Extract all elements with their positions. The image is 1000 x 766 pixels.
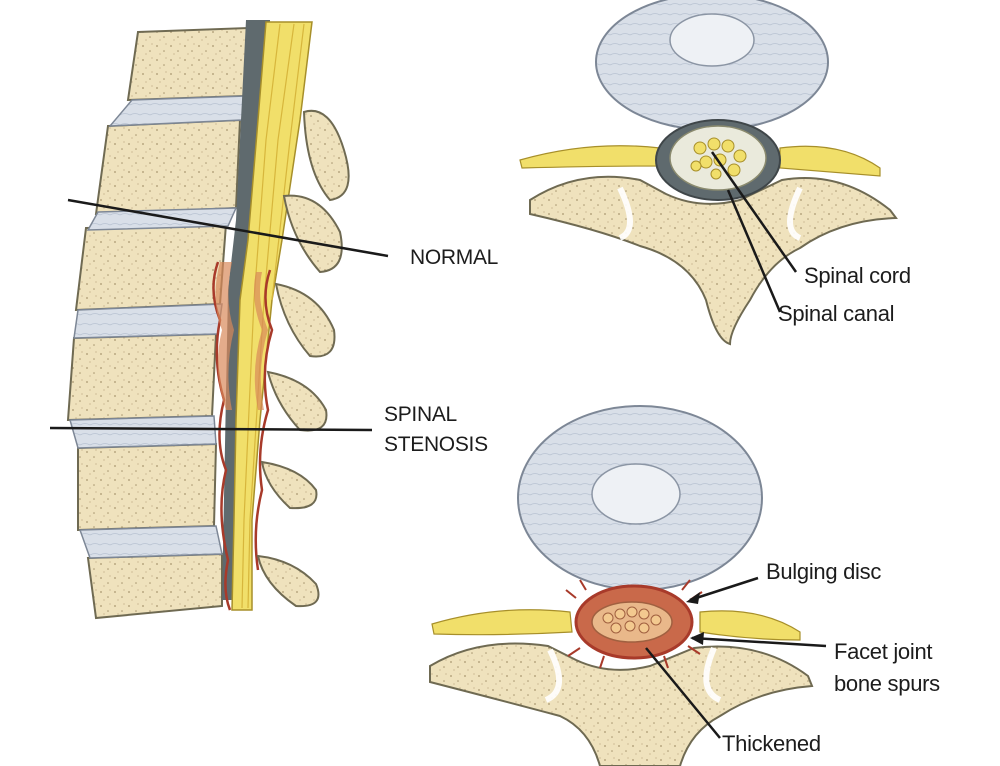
cord-strands (241, 23, 305, 609)
stenosis-line (49, 426, 373, 432)
compressed-fascicles (602, 606, 662, 634)
normal-vertebral-arch (529, 175, 898, 346)
arrow-heads (686, 592, 704, 645)
normal-axial-section (519, 0, 898, 346)
spinous-processes (256, 109, 350, 608)
spinal-cord (231, 21, 313, 611)
facet-joint-pointer (691, 636, 827, 648)
bone-spurs (565, 579, 703, 669)
stenosis-nerve-left (431, 609, 573, 636)
nerve-root-left (519, 145, 661, 169)
ligament-left (215, 262, 234, 410)
label-spinal-stenosis: SPINAL STENOSIS (384, 403, 488, 456)
stenosis-axial-section (429, 405, 814, 766)
sagittal-spine (66, 20, 350, 620)
normal-line (67, 198, 389, 258)
ligament-right (254, 272, 268, 410)
stenosis-vertebral-arch (429, 642, 814, 766)
label-bulging-disc: Bulging disc (766, 559, 882, 584)
label-spinal-cord: Spinal cord (804, 263, 911, 288)
spinal-canal-pointer (726, 189, 782, 313)
nerve-root-right (779, 145, 881, 177)
label-thickened: Thickened (722, 731, 821, 756)
label-facet-joint-bone-spurs: Facet joint bone spurs (834, 639, 940, 696)
label-spinal-canal: Spinal canal (778, 301, 895, 326)
stenosis-nerve-right (699, 610, 801, 641)
label-normal: NORMAL (410, 246, 499, 269)
leader-lines (49, 151, 827, 739)
normal-nucleus (669, 13, 755, 67)
intervertebral-discs (69, 95, 247, 559)
stenosis-nucleus (591, 463, 681, 525)
bulging-disc-pointer (689, 576, 759, 602)
spinal-cord-pointer (710, 151, 798, 273)
thickened-pointer (645, 647, 721, 739)
normal-cord-fascicles (690, 137, 747, 180)
